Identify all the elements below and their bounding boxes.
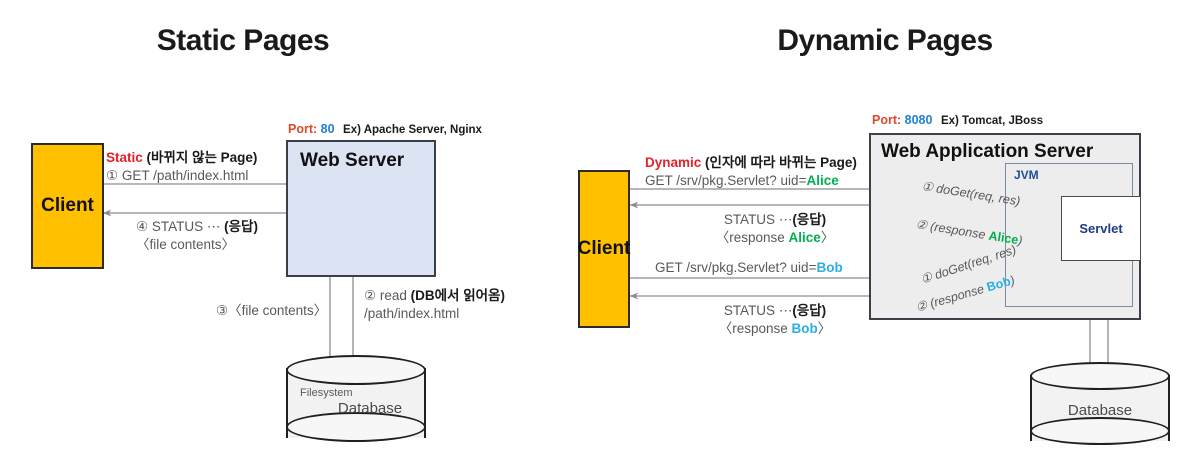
bob-response-user: Bob: [791, 321, 818, 337]
static-status-text: ④ STATUS ⋯: [136, 219, 221, 234]
static-request-line: ① GET /path/index.html: [106, 168, 249, 184]
was-label: Web Application Server: [881, 141, 1094, 162]
db-bottom-ellipse-dynamic: [1030, 417, 1170, 445]
static-file-contents-line: 〈file contents〉: [136, 237, 236, 253]
static-read-prefix: ② read: [364, 288, 411, 303]
bob-response-prefix: 〈response: [718, 321, 792, 337]
db-label-static: Database: [337, 400, 403, 417]
annotation-dynamic-request-alice: Dynamic (인자에 따라 바뀌는 Page) GET /srv/pkg.S…: [645, 154, 857, 190]
alice-status-text: STATUS ⋯: [723, 212, 793, 227]
bob-get-prefix: GET /srv/pkg.Servlet? uid=: [655, 260, 817, 275]
annotation-dynamic-request-bob: GET /srv/pkg.Servlet? uid=Bob: [655, 259, 843, 277]
bob-status-text: STATUS ⋯: [723, 303, 793, 318]
client-label-static: Client: [41, 195, 94, 216]
db-bottom-ellipse-static: [286, 412, 426, 442]
db-top-ellipse-static: [286, 355, 426, 385]
static-read-korean: (DB에서 읽어옴): [410, 288, 505, 303]
jvm-label: JVM: [1014, 168, 1039, 182]
servlet-label: Servlet: [1079, 221, 1123, 236]
alice-uid: Alice: [806, 173, 839, 189]
annotation-static-request: Static (바뀌지 않는 Page) ① GET /path/index.h…: [106, 149, 257, 185]
annotation-static-read: ② read (DB에서 읽어옴) /path/index.html: [364, 287, 505, 323]
dynamic-keyword-note: (인자에 따라 바뀌는 Page): [701, 155, 857, 170]
servlet-box[interactable]: Servlet: [1061, 196, 1141, 261]
alice-response-user: Alice: [788, 230, 821, 246]
port-key-dynamic: Port:: [872, 113, 902, 127]
client-box-dynamic[interactable]: Client: [578, 170, 630, 328]
static-return-line: ③〈file contents〉: [216, 303, 328, 318]
port-example-static: Ex) Apache Server, Nginx: [343, 124, 482, 136]
annotation-dynamic-response-alice: STATUS ⋯(응답) 〈response Alice〉: [690, 211, 860, 247]
annotation-dynamic-response-bob: STATUS ⋯(응답) 〈response Bob〉: [690, 302, 860, 338]
bob-status-korean: (응답): [792, 303, 827, 318]
port-number-dynamic: 8080: [904, 113, 933, 127]
static-status-korean: (응답): [220, 219, 258, 234]
client-label-dynamic: Client: [577, 238, 631, 259]
web-server-label: Web Server: [300, 150, 405, 171]
db-sublabel-static: Filesystem: [300, 387, 353, 399]
alice-status-korean: (응답): [792, 212, 827, 227]
alice-response-prefix: 〈response: [715, 230, 789, 246]
web-server-box[interactable]: Web Server: [286, 140, 436, 277]
db-label-dynamic: Database: [1067, 402, 1133, 419]
static-keyword: Static: [106, 150, 143, 165]
alice-response-suffix: 〉: [820, 230, 835, 246]
static-read-path: /path/index.html: [364, 306, 460, 322]
filesystem-database[interactable]: Filesystem Database: [286, 355, 426, 453]
port-label-dynamic: Port: 8080 Ex) Tomcat, JBoss: [872, 113, 1043, 127]
static-keyword-note: (바뀌지 않는 Page): [142, 150, 258, 165]
alice-get-prefix: GET /srv/pkg.Servlet? uid=: [645, 173, 807, 189]
annotation-static-return: ③〈file contents〉: [216, 302, 327, 320]
port-key-static: Port:: [288, 122, 318, 136]
page-title-static: Static Pages: [156, 24, 330, 57]
bob-response-suffix: 〉: [817, 321, 832, 337]
bob-uid: Bob: [816, 260, 843, 275]
annotation-static-response: ④ STATUS ⋯ (응답) 〈file contents〉: [136, 218, 258, 254]
dynamic-database[interactable]: Database: [1030, 362, 1170, 457]
port-number-static: 80: [320, 122, 335, 136]
port-label-static: Port: 80 Ex) Apache Server, Nginx: [288, 122, 482, 136]
db-top-ellipse-dynamic: [1030, 362, 1170, 390]
page-title-dynamic: Dynamic Pages: [777, 24, 993, 57]
dynamic-keyword: Dynamic: [645, 155, 702, 170]
client-box-static[interactable]: Client: [31, 143, 104, 269]
port-example-dynamic: Ex) Tomcat, JBoss: [940, 115, 1043, 127]
